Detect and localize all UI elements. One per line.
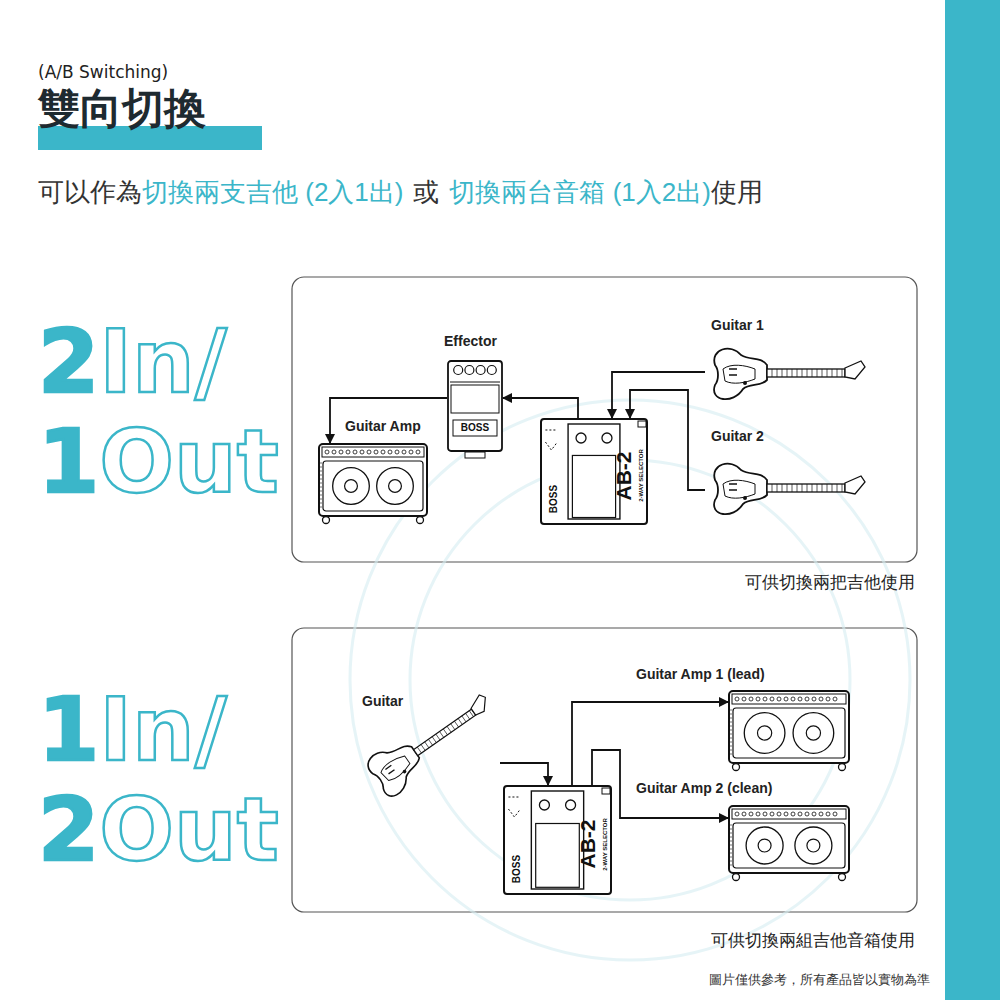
subtitle-text: 或: [413, 177, 439, 207]
model-subtitle: 2-WAY SELECTOR: [600, 804, 609, 884]
panel-caption: 可供切換兩組吉他音箱使用: [711, 929, 915, 952]
signal-cable: [330, 398, 447, 443]
subtitle-text: 可以作為: [38, 177, 142, 207]
device-label: Guitar 2: [711, 428, 764, 444]
panel-caption: 可供切換兩把吉他使用: [745, 571, 915, 594]
device-illustration: [705, 325, 865, 415]
model-name: AB-2: [612, 436, 636, 516]
model-name: AB-2: [576, 804, 600, 884]
device-label: Guitar Amp 1 (lead): [636, 666, 765, 682]
device-illustration: [728, 805, 850, 880]
subtitle-highlight: 切換兩支吉他 (2入1出): [142, 177, 403, 207]
device-label: Effector: [444, 333, 497, 349]
device-label: Guitar: [362, 693, 403, 709]
guitar-amp: Guitar Amp: [318, 443, 428, 523]
signal-cable: [500, 763, 548, 785]
device-illustration: [318, 443, 428, 523]
io-badge: 1Out: [38, 418, 279, 506]
signal-cable: [612, 372, 705, 418]
guitar-amp: Guitar Amp 1 (lead): [728, 690, 850, 770]
model-subtitle: 2-WAY SELECTOR: [636, 436, 645, 516]
device-label: Guitar Amp: [345, 418, 421, 434]
io-badge: 2In/: [38, 318, 227, 406]
effector-pedal: EffectorBOSS: [447, 360, 503, 452]
device-illustration: [355, 675, 500, 790]
electric-guitar: Guitar 2: [705, 440, 865, 530]
side-bar: [945, 0, 1000, 1000]
ab-switch-pedal: BOSS AB-22-WAY SELECTOR: [503, 785, 612, 895]
device-illustration: [447, 360, 503, 452]
brand-mark: BOSS: [546, 477, 560, 521]
footnote: 圖片僅供參考，所有產品皆以實物為準: [709, 971, 930, 989]
io-badge: 1In/: [38, 686, 227, 774]
signal-cable: [503, 398, 578, 418]
device-illustration: [728, 690, 850, 770]
page-title: 雙向切換: [38, 86, 206, 132]
guitar-amp: Guitar Amp 2 (clean): [728, 805, 850, 880]
device-illustration: [705, 440, 865, 530]
brand-mark: BOSS: [509, 847, 523, 891]
device-label: Guitar Amp 2 (clean): [636, 780, 772, 796]
subtitle-text: 使用: [711, 177, 763, 207]
subtitle-line: 可以作為切換兩支吉他 (2入1出) 或切換兩台音箱 (1入2出)使用: [38, 176, 763, 210]
subheading: (A/B Switching): [38, 62, 168, 82]
brand-mark: BOSS: [455, 421, 495, 435]
io-badge: 2Out: [38, 786, 279, 874]
ab-switch-pedal: BOSS AB-22-WAY SELECTOR: [540, 418, 648, 525]
subtitle-highlight: 切換兩台音箱 (1入2出): [449, 177, 710, 207]
signal-cable: [572, 702, 728, 785]
device-label: Guitar 1: [711, 317, 764, 333]
electric-guitar: Guitar 1: [705, 325, 865, 415]
electric-guitar: Guitar: [355, 675, 500, 790]
